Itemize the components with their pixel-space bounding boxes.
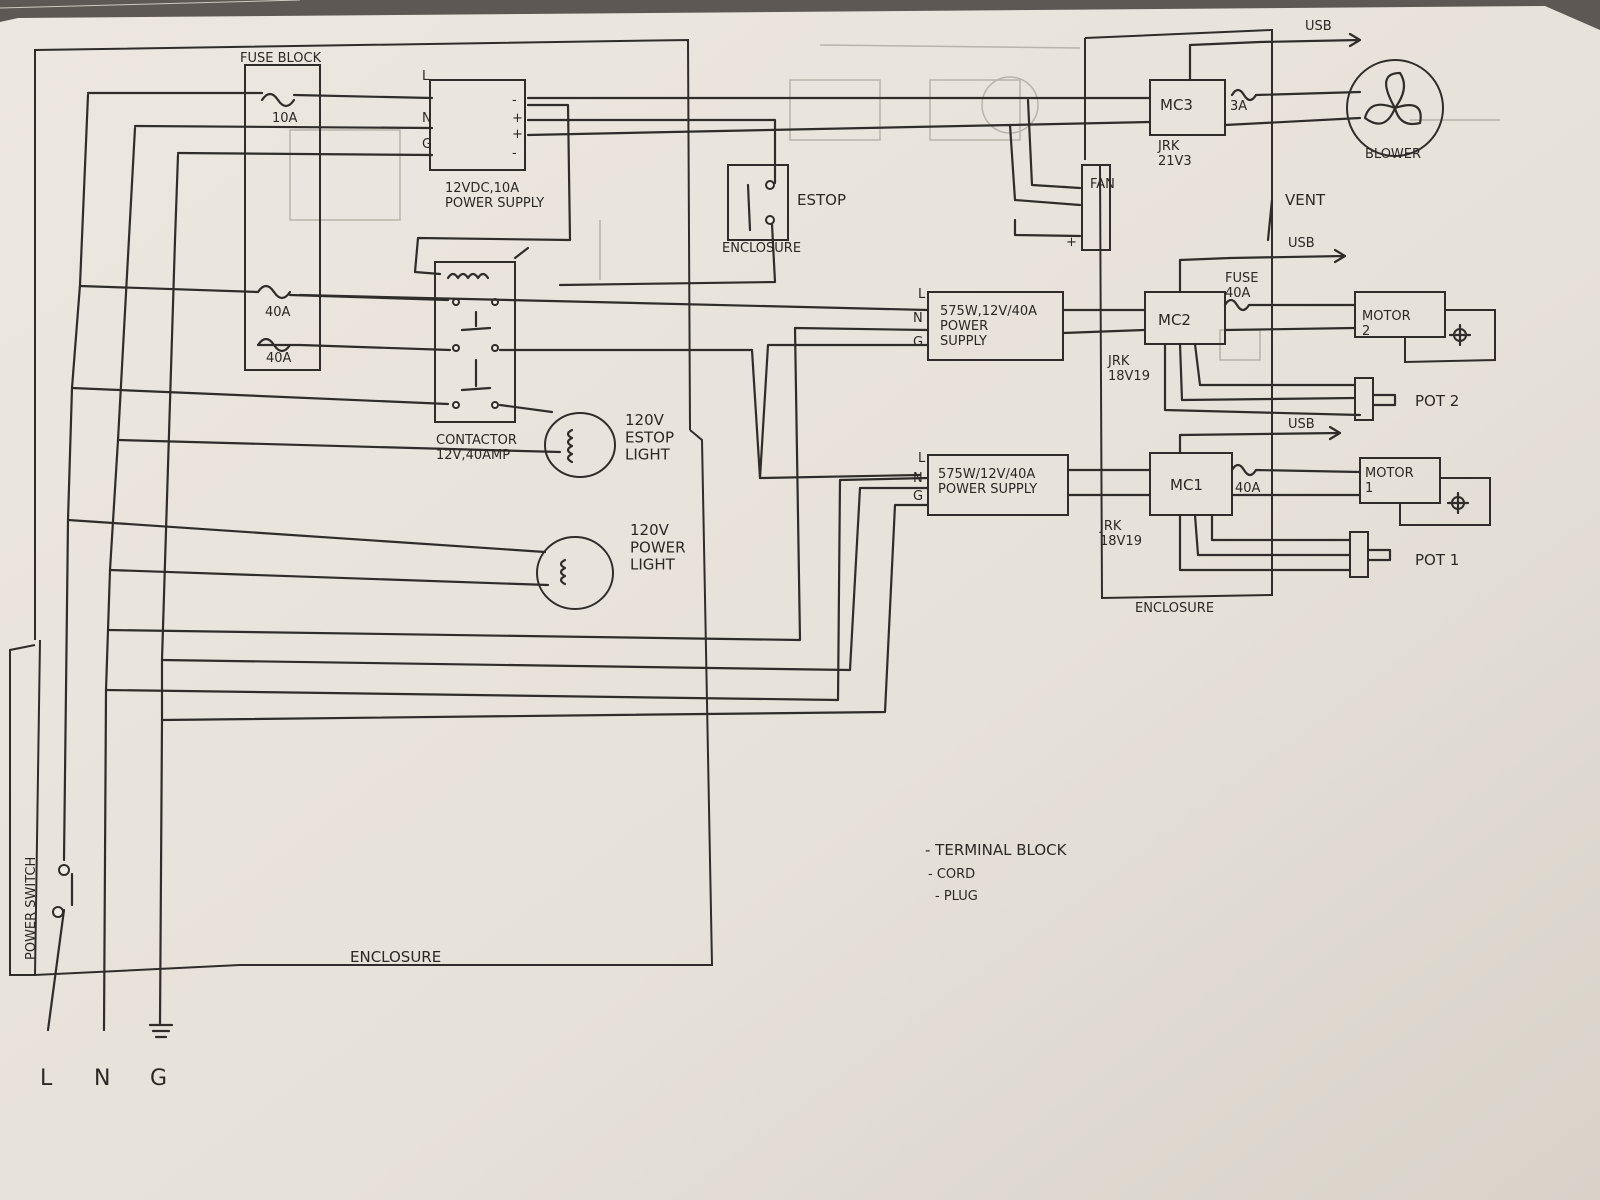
vent-label: VENT <box>1285 191 1326 209</box>
svg-text:+: + <box>512 111 523 126</box>
svg-text:-: - <box>512 93 517 108</box>
power-switch-label: POWER SWITCH <box>24 857 39 960</box>
label-line: ESTOP <box>625 428 674 446</box>
main-enclosure-outline <box>33 38 714 977</box>
fuse-block: FUSE BLOCK 10A 40A 40A <box>240 51 322 371</box>
svg-text:G: G <box>913 335 923 350</box>
power-switch[interactable]: POWER SWITCH <box>24 857 74 960</box>
legend-cord: - CORD <box>928 867 975 882</box>
svg-text:MC3: MC3 <box>1160 96 1193 114</box>
svg-text:MC1: MC1 <box>1170 476 1203 494</box>
svg-text:L: L <box>422 69 430 84</box>
svg-text:40A: 40A <box>1235 481 1261 496</box>
svg-text:G: G <box>913 489 923 504</box>
usb-mc2: USB <box>1228 236 1347 264</box>
svg-text:USB: USB <box>1305 19 1332 34</box>
label-line: POWER SUPPLY <box>445 196 544 211</box>
svg-text:N: N <box>913 311 923 326</box>
usb-mc3: USB <box>1258 19 1362 48</box>
svg-text:40A: 40A <box>266 351 292 366</box>
svg-text:POT 1: POT 1 <box>1415 551 1459 569</box>
svg-text:USB: USB <box>1288 417 1315 432</box>
svg-text:G: G <box>422 137 432 152</box>
pot-2: POT 2 <box>1354 377 1459 421</box>
fuse-block-label: FUSE BLOCK <box>240 51 322 66</box>
svg-text:L: L <box>918 287 926 302</box>
legend-terminal-block: - TERMINAL BLOCK <box>925 841 1068 859</box>
label-line: POWER <box>940 319 988 334</box>
label-line: 1 <box>1365 481 1373 496</box>
estop-label: ESTOP <box>797 191 846 209</box>
svg-text:USB: USB <box>1288 236 1315 251</box>
estop-switch[interactable]: ESTOP ENCLOSURE <box>526 118 846 287</box>
label-line: SUPPLY <box>940 334 987 349</box>
label-line: 2 <box>1362 324 1370 339</box>
label-line: LIGHT <box>630 556 676 574</box>
dc-wiring-top <box>526 96 1152 238</box>
label-line: 40A <box>1225 286 1251 301</box>
svg-text:MC2: MC2 <box>1158 311 1191 329</box>
svg-text:L: L <box>918 451 926 466</box>
svg-text:3A: 3A <box>1230 99 1247 114</box>
legend-plug: - PLUG <box>935 889 978 904</box>
svg-text:+: + <box>1066 235 1077 250</box>
label-line: POWER SUPPLY <box>938 482 1037 497</box>
blower: BLOWER <box>1346 59 1444 162</box>
svg-text:40A: 40A <box>265 305 291 320</box>
label-line: 12V,40AMP <box>436 448 510 463</box>
label-line: LIGHT <box>625 446 671 464</box>
svg-text:10A: 10A <box>272 111 298 126</box>
svg-text:FAN: FAN <box>1090 177 1115 192</box>
svg-text:-: - <box>512 146 517 161</box>
label-line: 18V19 <box>1108 369 1150 384</box>
right-enclosure-outline <box>1084 28 1273 600</box>
right-enclosure-label: ENCLOSURE <box>1135 601 1214 616</box>
label-line: 21V3 <box>1158 154 1192 169</box>
svg-text:+: + <box>512 127 523 142</box>
estop-enclosure-label: ENCLOSURE <box>722 241 801 256</box>
label-line: POWER <box>630 538 686 556</box>
usb-mc1: USB <box>1288 417 1342 441</box>
svg-text:POT 2: POT 2 <box>1415 392 1459 410</box>
fan: FAN - + <box>1062 164 1115 251</box>
svg-text:-: - <box>1062 179 1067 194</box>
legend: - TERMINAL BLOCK - CORD - PLUG <box>925 841 1068 904</box>
label-line: 18V19 <box>1100 534 1142 549</box>
mains-L-label: L <box>40 1066 53 1091</box>
svg-text:N: N <box>422 111 432 126</box>
main-enclosure-label: ENCLOSURE <box>350 948 441 966</box>
mains-G-label: G <box>150 1066 167 1091</box>
blower-label: BLOWER <box>1365 147 1421 162</box>
mains-N-label: N <box>94 1066 110 1091</box>
pot-1: POT 1 <box>1349 531 1459 578</box>
